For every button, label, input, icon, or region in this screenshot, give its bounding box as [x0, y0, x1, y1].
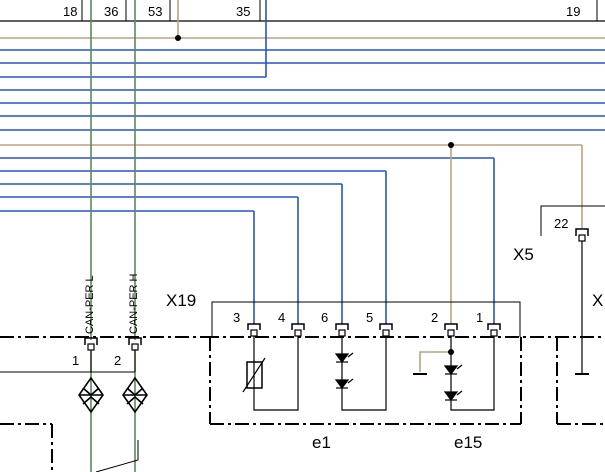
- can-diamond-high: [122, 376, 148, 414]
- label-wire-53: 53: [148, 4, 162, 19]
- horizontal-bus: [0, 20, 605, 212]
- left-module-frame: [0, 336, 205, 472]
- can-diamond-low: [78, 376, 104, 414]
- label-can-pin-1: 1: [72, 353, 79, 368]
- led-e15-lower: [443, 390, 463, 401]
- label-x19-pin-1: 1: [476, 310, 483, 325]
- junction-dot-tan: [448, 142, 454, 148]
- component-e1: [242, 336, 387, 411]
- label-can-per-high: CAN-PER H: [128, 273, 140, 334]
- label-x19-pin-5: 5: [366, 310, 373, 325]
- connector-x19: X19 3 4 6 5 2 1: [166, 291, 521, 337]
- left-module-tail: [95, 440, 139, 472]
- label-x19-pin-4: 4: [278, 310, 285, 325]
- component-e15: [450, 336, 495, 411]
- label-x19: X19: [166, 291, 196, 310]
- label-e15: e15: [454, 433, 482, 452]
- label-can-per-low: CAN-PER L: [84, 275, 96, 334]
- label-wire-36: 36: [104, 4, 118, 19]
- junction-dot-53: [175, 35, 181, 41]
- label-x-partial: X: [592, 291, 603, 310]
- connector-x5: 22 X5 X: [513, 205, 605, 375]
- resistor-symbol: [246, 361, 263, 389]
- led-e15-upper: [443, 364, 463, 375]
- label-x5-pin-22: 22: [554, 216, 568, 231]
- label-x19-pin-2: 2: [431, 310, 438, 325]
- label-x19-pin-3: 3: [233, 310, 240, 325]
- vertical-wires: [90, 0, 583, 472]
- label-wire-35: 35: [236, 4, 250, 19]
- label-wire-19: 19: [566, 4, 580, 19]
- top-wire-labels: 18 36 53 35 19: [63, 0, 598, 21]
- junction-dot-e15: [448, 349, 454, 355]
- label-can-pin-2: 2: [114, 353, 121, 368]
- label-wire-18: 18: [63, 4, 77, 19]
- led-e1-lower: [334, 378, 354, 389]
- main-module-frame: [205, 336, 605, 425]
- wire-tan-ground-tap: [419, 351, 451, 372]
- label-x19-pin-6: 6: [321, 310, 328, 325]
- label-x5: X5: [513, 245, 534, 264]
- can-connector: 1 2: [72, 337, 142, 368]
- label-e1: e1: [312, 433, 331, 452]
- led-e1-upper: [334, 352, 354, 363]
